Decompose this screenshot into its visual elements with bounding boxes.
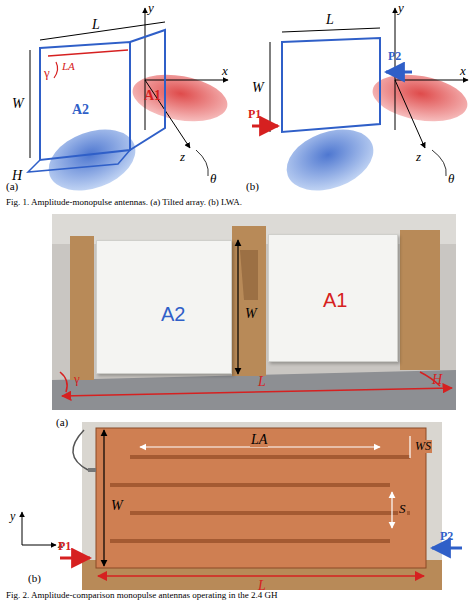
figure-label: L (92, 17, 100, 32)
figure-label: z (180, 150, 185, 164)
figure-label: (b) (246, 180, 259, 192)
figure-label: P1 (58, 540, 71, 553)
figure-label: (a) (6, 180, 18, 192)
figure-label: P1 (248, 108, 261, 121)
figure-label: LA (62, 60, 75, 72)
figure-label: WS (414, 440, 432, 453)
antenna-radome: A2 (96, 240, 232, 374)
figure-label: (a) (56, 416, 68, 428)
figure-label: x (460, 64, 466, 78)
figure-label: P2 (388, 50, 401, 63)
figure-label: W (252, 80, 264, 95)
figure-label: γ (44, 66, 50, 80)
figure-caption: Fig. 1. Amplitude-monopulse antennas. (a… (6, 198, 242, 208)
antenna-name: A1 (323, 289, 347, 311)
lwa-sketch (252, 8, 471, 202)
figure-label: L (326, 12, 334, 27)
figure-label: y (148, 1, 154, 15)
pcb-slot (110, 539, 390, 543)
figure-label: H (432, 372, 442, 387)
figure-label: W (110, 498, 124, 513)
figure-label: A2 (72, 102, 89, 117)
figure-label: S (398, 502, 407, 516)
figure-label: (b) (28, 572, 41, 584)
antenna-radome: A1 (268, 234, 398, 362)
figure-label: W (12, 96, 24, 111)
figure-label: y (398, 1, 404, 15)
tilted-array-sketch (28, 8, 231, 202)
figure-label: P2 (440, 530, 453, 543)
figure-label: y (10, 510, 15, 523)
figure-label: L (258, 374, 266, 389)
pcb-slot (130, 511, 410, 515)
pcb-slot (130, 455, 410, 459)
antenna-name: A2 (161, 303, 185, 325)
lwa-photo (22, 422, 462, 590)
figure-label: γ (74, 372, 80, 386)
tilted-array-photo (52, 214, 456, 438)
figure-label: θ (210, 172, 216, 186)
figure-label: x (222, 64, 228, 78)
figure-label: W (244, 306, 258, 321)
figure-label: A1 (144, 88, 161, 103)
pcb-slot (110, 483, 390, 487)
figure-label: θ (448, 172, 454, 186)
figure-label: z (416, 150, 421, 164)
figure-label: LA (250, 432, 268, 447)
figure-caption: Fig. 2. Amplitude-comparison monopulse a… (6, 591, 277, 601)
